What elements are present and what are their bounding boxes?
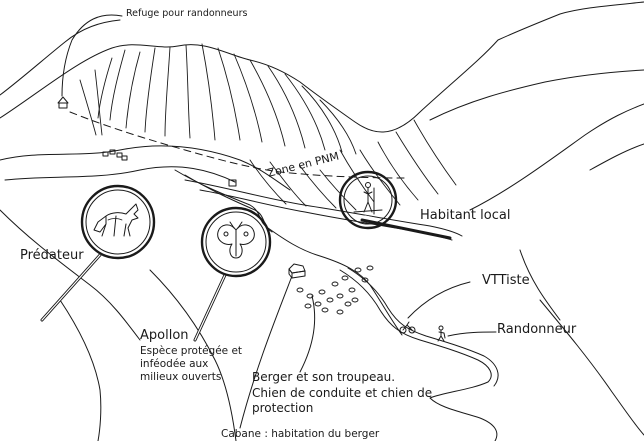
hill-hatching — [79, 43, 357, 155]
vttiste-leader — [407, 281, 471, 319]
valley-slopes — [0, 145, 644, 441]
mountain-ridges — [0, 1, 644, 211]
wolf-icon — [93, 203, 139, 237]
hiker-icon — [437, 325, 446, 342]
cabane-label: Cabane : habitation du berger — [221, 428, 380, 440]
habitant-leader-inner — [364, 215, 449, 235]
hiking-trail — [339, 269, 498, 441]
predateur-leader-inner — [41, 254, 101, 321]
person-icon — [353, 182, 383, 215]
berger-leader — [299, 295, 316, 373]
berger-label: Berger et son troupeau. Chien de conduit… — [252, 370, 433, 415]
hut-icon — [57, 96, 69, 109]
predateur-callout — [80, 184, 156, 260]
callout-lines — [40, 14, 497, 429]
habitant-callout — [338, 170, 398, 230]
butterfly-icon — [217, 221, 255, 259]
refuge-label: Refuge pour randonneurs — [126, 8, 248, 19]
habitant-label: Habitant local — [420, 208, 511, 223]
apollon-title: Apollon — [140, 328, 189, 343]
sheep-flock-icon — [296, 265, 374, 315]
apollon-leader-inner — [194, 274, 226, 341]
cabin-icon — [288, 263, 306, 279]
randonneur-leader — [447, 331, 497, 337]
randonneur-label: Randonneur — [497, 322, 577, 337]
cyclist-icon — [399, 321, 416, 334]
pnm-boundary-line — [69, 111, 406, 179]
cabane-leader — [239, 275, 293, 429]
habitant-leader — [360, 218, 452, 240]
apollon-description: Espèce protégée et inféodée aux milieux … — [140, 345, 243, 383]
hiking-trail-edge — [347, 267, 499, 387]
village-houses — [102, 149, 237, 187]
apollon-callout — [200, 206, 272, 278]
refuge-leader — [61, 14, 123, 97]
predateur-label: Prédateur — [20, 248, 84, 263]
vttiste-label: VTTiste — [482, 273, 530, 288]
